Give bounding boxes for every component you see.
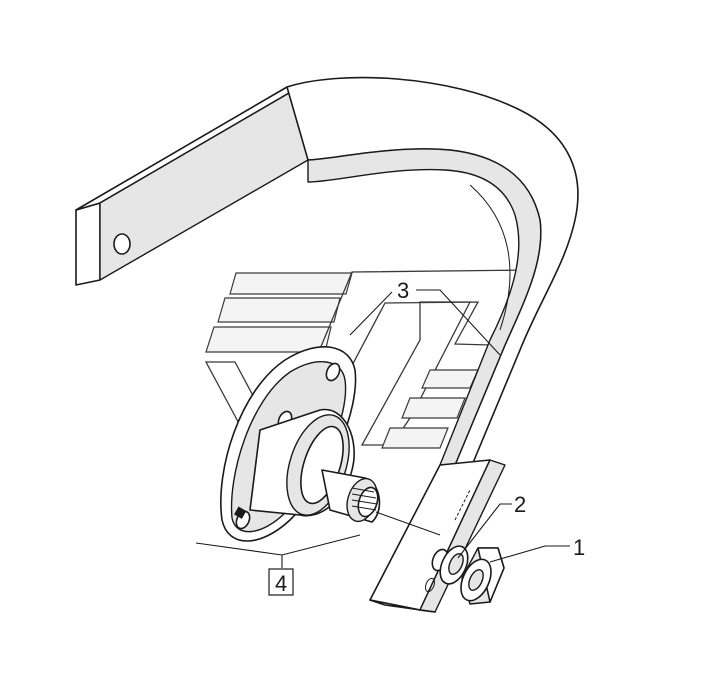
callout-washer: 2	[514, 492, 526, 517]
callout-frame-arm: 3	[397, 278, 409, 303]
nut	[460, 547, 505, 605]
washer	[439, 545, 469, 585]
callout-hub-assembly-box: 4	[268, 568, 294, 596]
leader-lines	[349, 289, 570, 563]
watermark-logo	[204, 269, 532, 451]
callout-hub-assembly: 4	[275, 571, 287, 596]
callout-nut: 1	[573, 535, 585, 560]
hub-assembly	[195, 346, 441, 568]
frame-arm	[75, 76, 579, 613]
